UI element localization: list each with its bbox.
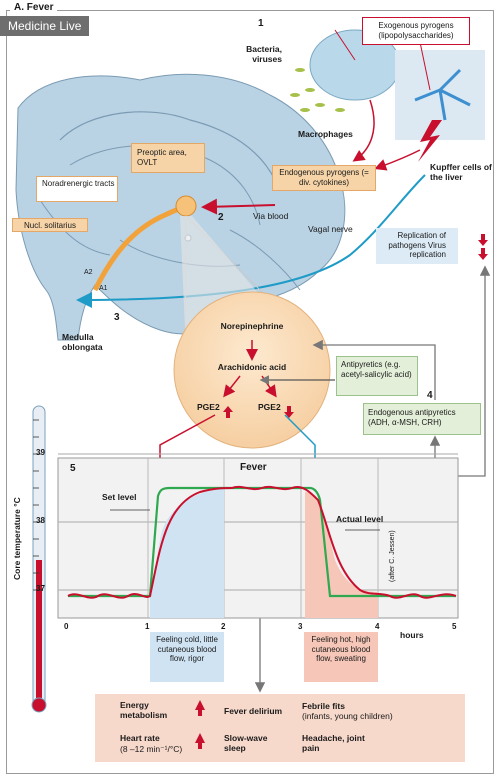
y-axis-label: Core temperature °C xyxy=(12,497,22,580)
bacteria-cluster xyxy=(290,68,345,112)
temp-tick-38: 38 xyxy=(36,516,45,525)
pge-down-label: PGE2 xyxy=(258,402,281,412)
effect-slow-wave-sleep: Slow-wave sleep xyxy=(224,733,268,753)
arrow-via-blood xyxy=(201,198,276,215)
fever-label: Fever xyxy=(240,462,267,473)
effect-heart-rate: Heart rate xyxy=(120,733,160,743)
effect-febrile-fits-note: (infants, young children) xyxy=(302,711,393,721)
endogenous-antipyretics-box: Endogenous antipyretics (ADH, α-MSH, CRH… xyxy=(363,403,481,435)
preoptic-nucleus xyxy=(175,195,197,217)
effect-delirium: Fever delirium xyxy=(224,706,283,716)
lightning-bolt xyxy=(418,120,442,162)
temp-tick-39: 39 xyxy=(36,448,45,457)
effect-febrile-fits: Febrile fits xyxy=(302,701,345,711)
noradrenergic-box: Noradrenergic tracts xyxy=(36,176,118,202)
exogenous-pyrogens-box: Exogenous pyrogens (lipopolysaccharides) xyxy=(362,17,470,45)
a1-label: A1 xyxy=(99,285,108,292)
feeling-cold-box: Feeling cold, little cutaneous blood flo… xyxy=(150,632,224,682)
figure-heading: A. Fever xyxy=(10,2,58,13)
antipyretics-box: Antipyretics (e.g. acetyl-salicylic acid… xyxy=(336,356,418,396)
hours-label: hours xyxy=(400,630,424,640)
time-tick-2: 2 xyxy=(221,622,226,631)
set-level-label: Set level xyxy=(102,492,137,502)
solitarius-box: Nucl. solitarius xyxy=(12,218,88,232)
effect-heart-rate-note: (8 –12 min⁻¹/°C) xyxy=(120,744,183,754)
kupffer-label: Kupffer cells of the liver xyxy=(430,162,492,182)
effect-energy: Energy metabolism xyxy=(120,700,168,720)
preoptic-box: Preoptic area, OVLT xyxy=(131,143,205,173)
vagal-nerve-label: Vagal nerve xyxy=(308,224,353,234)
kupffer-cell xyxy=(414,68,471,121)
actual-level-label: Actual level xyxy=(336,514,384,524)
step-2: 2 xyxy=(218,212,224,223)
vagal-nerve xyxy=(76,174,426,308)
time-tick-0: 0 xyxy=(64,622,69,631)
actual-level-curve xyxy=(67,485,457,599)
step-1: 1 xyxy=(258,18,264,29)
macrophages-label: Macrophages xyxy=(298,129,353,139)
time-tick-1: 1 xyxy=(145,622,150,631)
time-tick-4: 4 xyxy=(375,622,380,631)
watermark: Medicine Live xyxy=(0,16,90,36)
time-tick-3: 3 xyxy=(298,622,303,631)
temp-tick-37: 37 xyxy=(36,584,45,593)
pge-up-label: PGE2 xyxy=(197,402,220,412)
arachidonic-label: Arachidonic acid xyxy=(217,362,287,372)
cold-zone xyxy=(150,488,224,618)
step-4: 4 xyxy=(427,390,433,401)
figure-frame xyxy=(6,10,494,774)
bacteria-label: Bacteria, viruses xyxy=(246,44,282,64)
time-tick-5: 5 xyxy=(452,622,457,631)
arrow-endo-antipyretics-to-sphere xyxy=(312,339,436,400)
endogenous-pyrogens-box: Endogenous pyrogens (= div. cytokines) xyxy=(272,165,376,191)
arrow-kupffer-to-endo xyxy=(374,149,421,171)
effects-box xyxy=(95,694,465,762)
thermometer-mercury xyxy=(36,560,42,700)
replication-box: Replication of pathogens Virus replicati… xyxy=(376,228,458,264)
via-blood-label: Via blood xyxy=(253,211,289,221)
arrow-macrophage-to-endo xyxy=(352,99,375,162)
feeling-hot-box: Feeling hot, high cutaneous blood flow, … xyxy=(304,632,378,682)
graph-panel xyxy=(57,457,459,619)
effect-headache: Headache, joint pain xyxy=(302,733,365,753)
step-3: 3 xyxy=(114,312,120,323)
a2-label: A2 xyxy=(84,269,93,276)
medulla-label: Medulla oblongata xyxy=(62,332,103,352)
attribution-label: (after C. Jessen) xyxy=(389,530,396,582)
norepinephrine-label: Norepinephrine xyxy=(220,321,284,331)
step-5: 5 xyxy=(70,463,76,474)
arrow-aa-to-pge-up xyxy=(223,375,241,398)
